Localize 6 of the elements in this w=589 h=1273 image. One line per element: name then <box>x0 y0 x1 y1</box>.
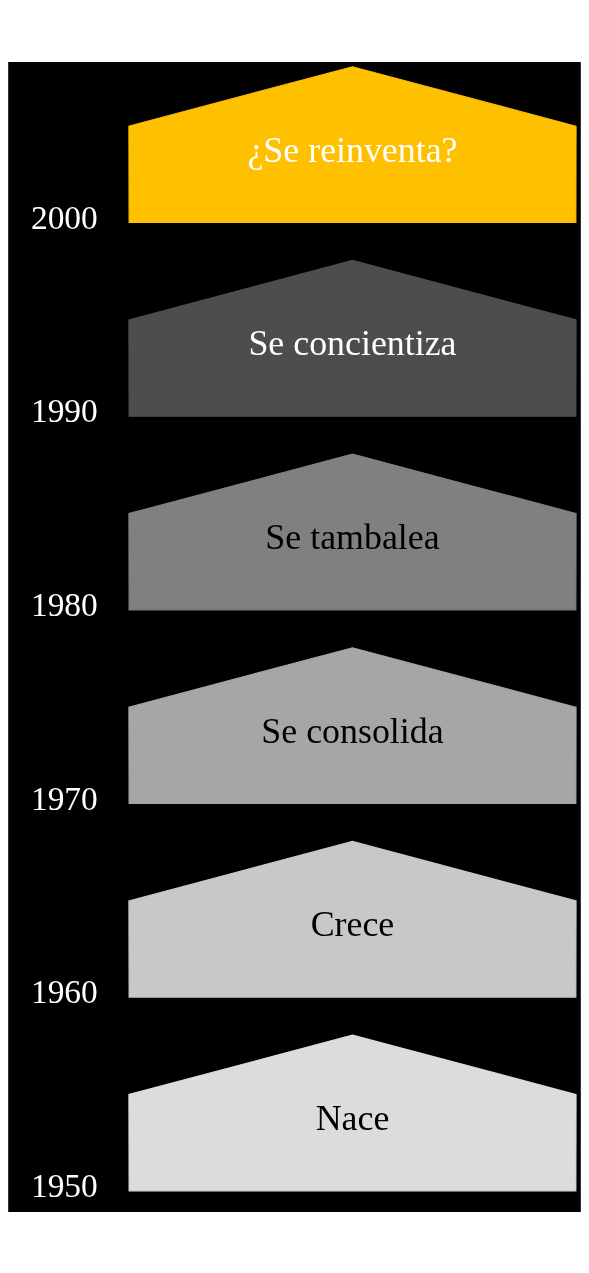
node-label: 1960 <box>30 972 98 1010</box>
node-label: 1980 <box>30 585 98 623</box>
node-label: 1970 <box>30 779 98 817</box>
node-label: 1990 <box>30 391 98 429</box>
node-label: 1950 <box>30 1166 98 1204</box>
node-label: 2000 <box>30 198 98 236</box>
